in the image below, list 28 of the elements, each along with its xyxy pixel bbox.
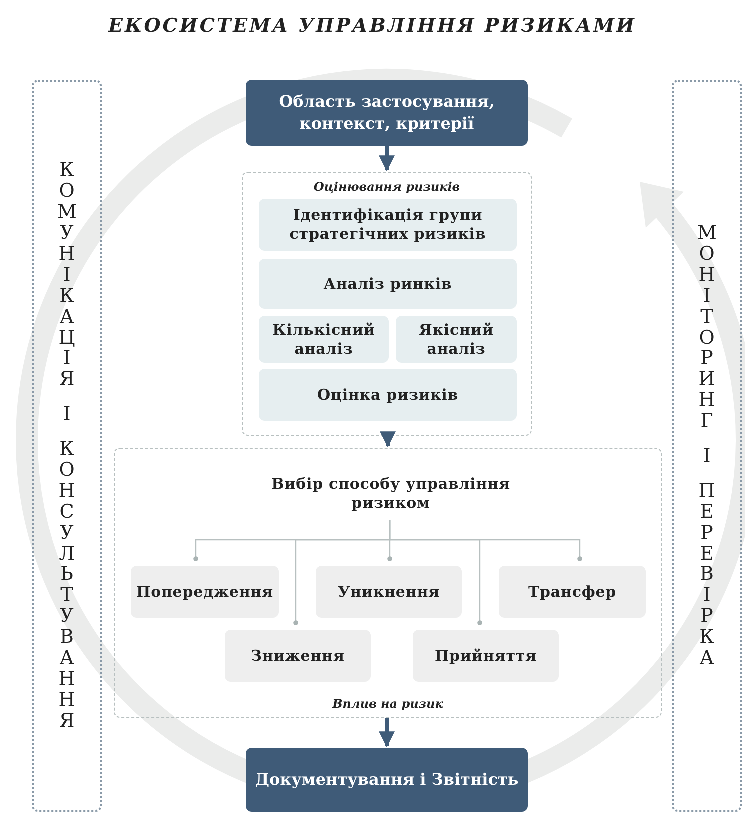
box-text: Документування і Звітність xyxy=(255,769,519,791)
option-box: Прийняття xyxy=(413,630,559,682)
option-box: Уникнення xyxy=(316,566,462,618)
option-box: Трансфер xyxy=(499,566,646,618)
arrow xyxy=(380,432,396,448)
vertical-text: КОМУНІКАЦІЯ І КОНСУЛЬТУВАННЯ xyxy=(58,160,76,732)
arrow xyxy=(379,718,395,748)
vertical-side-box xyxy=(32,80,102,812)
vertical-text: МОНІТОРИНГ І ПЕРЕВІРКА xyxy=(698,223,716,669)
process-box xyxy=(246,748,528,812)
arrow xyxy=(379,146,395,172)
step-box: Ідентифікація групи стратегічних ризиків xyxy=(259,199,517,251)
box-text: Область застосування, контекст, критерії xyxy=(278,91,496,135)
process-box xyxy=(246,80,528,146)
option-box: Попередження xyxy=(131,566,279,618)
option-box: Зниження xyxy=(225,630,371,682)
step-box: Якісний аналіз xyxy=(396,316,517,363)
step-box: Аналіз ринків xyxy=(259,259,517,309)
group-label: Оцінювання ризиків xyxy=(312,179,462,196)
vertical-side-box xyxy=(672,80,742,812)
group-label: Вплив на ризик xyxy=(331,696,444,713)
connector-line xyxy=(389,520,482,626)
dashed-group-box xyxy=(114,448,662,718)
step-box: Кількісний аналіз xyxy=(259,316,389,363)
dashed-group-box xyxy=(242,172,532,436)
heading-text: Вибір способу управління ризиком xyxy=(251,471,531,517)
title: ЕКОСИСТЕМА УПРАВЛІННЯ РИЗИКАМИ xyxy=(107,14,638,39)
step-box: Оцінка ризиків xyxy=(259,369,517,421)
